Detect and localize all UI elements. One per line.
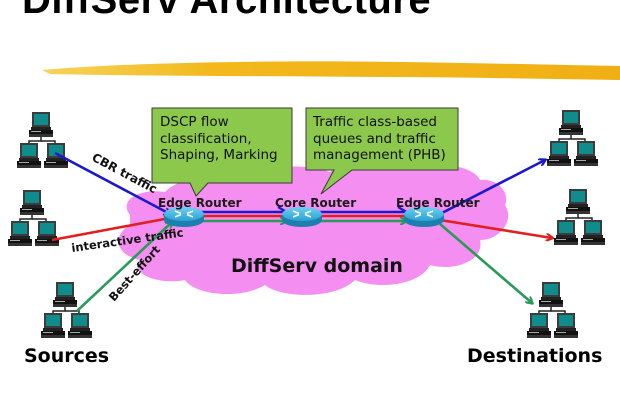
computer-icon [554,189,605,245]
callout-core-line: queues and traffic [313,130,436,147]
flow-cbr-ingress [54,151,170,214]
flow-trunk-1 [200,206,291,221]
source-cluster-cbr [17,112,68,168]
destination-cluster-cbr [547,110,598,166]
destination-cluster-best-effort [527,282,578,338]
computer-icon [17,112,68,168]
flow-trunk-2 [318,206,411,221]
flow-best-effort-ingress [76,222,172,312]
slide-title: DiffServ Architecture [22,0,432,22]
flow-cbr-egress [439,160,545,216]
callout-core-text: Traffic class-based queues and traffic m… [313,114,446,164]
diffserv-domain-cloud [118,162,509,295]
callout-core [305,107,459,195]
flow-best-effort-egress [439,223,532,303]
callout-edge [151,107,293,197]
accent-brush-stroke [42,61,620,80]
computer-icon [41,282,92,338]
router-icon [403,206,445,228]
router-ingress[interactable] [163,206,205,228]
callout-core-line: management (PHB) [313,147,446,163]
router-icon [281,206,323,228]
computer-icon [8,190,59,246]
sources-label: Sources [24,345,110,367]
cloud-icon [118,162,509,295]
domain-label: DiffServ domain [231,255,403,277]
source-cluster-interactive [8,190,59,246]
callout-core-line: Traffic class-based [313,114,437,130]
callout-edge-line: Shaping, Marking [160,147,278,163]
flow-interactive-egress [439,218,552,238]
callout-edge-text: DSCP flow classification, Shaping, Marki… [160,114,278,164]
computer-icon [527,282,578,338]
router-label-core: Core Router [275,196,356,210]
computer-icon [547,110,598,166]
callout-edge-line: classification, [160,130,252,147]
router-icon [163,206,205,228]
destination-cluster-interactive [554,189,605,245]
destinations-label: Destinations [467,345,603,367]
flow-interactive-ingress [51,218,170,242]
router-egress[interactable] [403,206,445,228]
router-label-ingress: Edge Router [158,196,242,210]
router-label-egress: Edge Router [396,196,480,210]
router-core[interactable] [281,206,323,228]
source-cluster-best-effort [41,282,92,338]
callout-edge-line: DSCP flow [160,114,229,130]
